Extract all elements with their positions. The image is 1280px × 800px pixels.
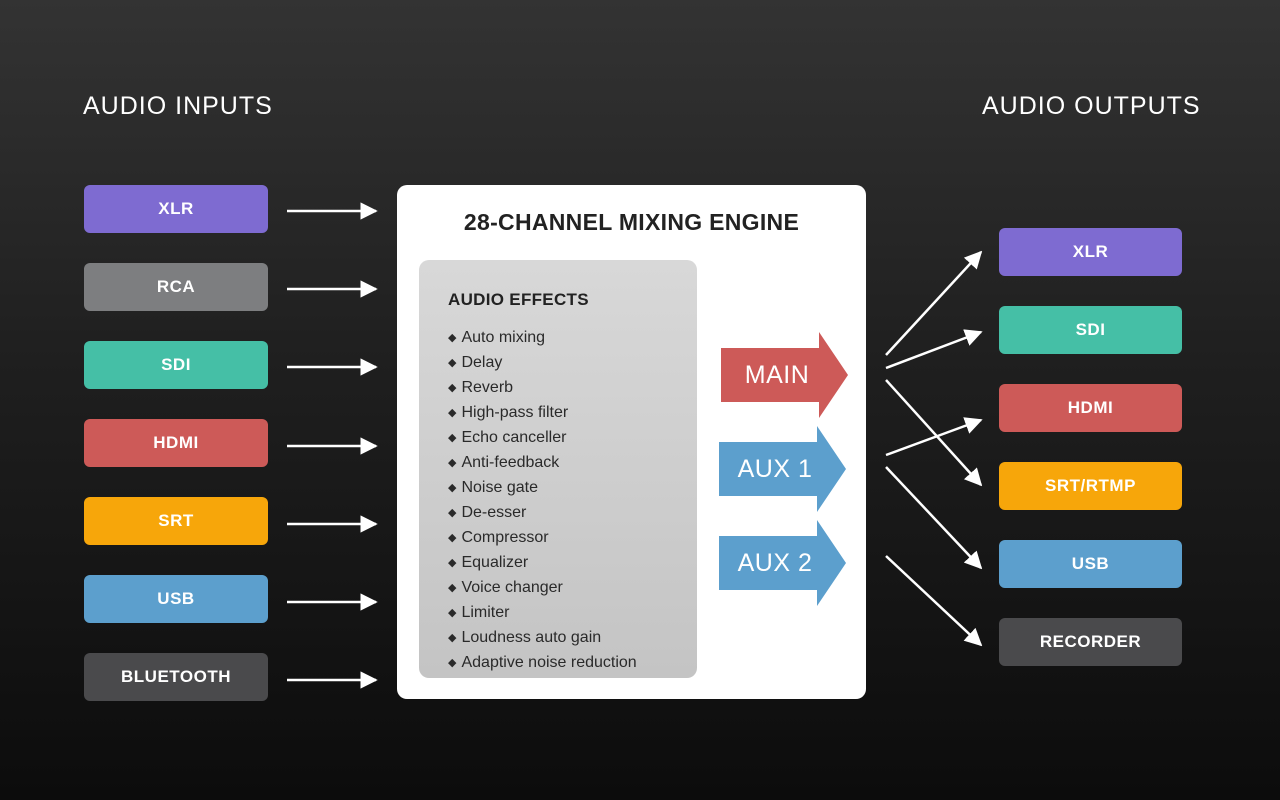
output-label: USB: [1071, 554, 1110, 573]
effect-item: Adaptive noise reduction: [448, 651, 636, 676]
bus-label: MAIN: [744, 360, 810, 389]
output-label: RECORDER: [1039, 632, 1142, 651]
input-label: USB: [157, 589, 195, 608]
bus-main-arrow-icon: [721, 332, 848, 418]
audio-inputs-heading: AUDIO INPUTS: [83, 92, 273, 120]
audio-outputs-heading: AUDIO OUTPUTS: [982, 92, 1201, 120]
effect-item: De-esser: [448, 501, 637, 526]
output-recorder: RECORDER: [999, 618, 1182, 666]
input-label: SRT: [158, 511, 194, 530]
effect-item: Limiter: [448, 601, 637, 626]
input-xlr: XLR: [84, 185, 268, 233]
output-sdi: SDI: [999, 306, 1182, 354]
input-hdmi: HDMI: [84, 419, 268, 467]
input-label: SDI: [161, 355, 191, 374]
output-label: XLR: [1072, 242, 1109, 261]
audio-effects-panel: AUDIO EFFECTS Auto mixing Delay Reverb H…: [419, 260, 697, 678]
output-arrow: [885, 555, 983, 647]
effect-item: Voice changer: [448, 576, 637, 601]
output-label: SDI: [1075, 320, 1106, 339]
output-arrow: [885, 417, 983, 457]
input-sdi: SDI: [84, 341, 268, 389]
bus-label: AUX 1: [737, 454, 813, 483]
audio-effects-list: Auto mixing Delay Reverb High-pass filte…: [448, 326, 637, 676]
input-srt: SRT: [84, 497, 268, 545]
bus-main: MAIN: [721, 332, 851, 418]
output-label: HDMI: [1067, 398, 1114, 417]
effect-item: Auto mixing: [448, 326, 637, 351]
bus-aux-2: AUX 2: [719, 520, 849, 606]
output-label: SRT/RTMP: [1045, 476, 1136, 495]
bus-aux-1-arrow-icon: [719, 426, 846, 512]
input-label: XLR: [158, 199, 194, 218]
output-srt-rtmp: SRT/RTMP: [999, 462, 1182, 510]
output-usb: USB: [999, 540, 1182, 588]
output-arrow: [885, 379, 983, 487]
input-label: HDMI: [153, 433, 199, 452]
effect-item: Equalizer: [448, 551, 637, 576]
input-label: RCA: [156, 277, 196, 296]
bus-label: AUX 2: [737, 548, 813, 577]
mixing-engine-title: 28-CHANNEL MIXING ENGINE: [463, 209, 800, 235]
input-bluetooth: BLUETOOTH: [84, 653, 268, 701]
effect-item: Delay: [448, 351, 637, 376]
input-rca: RCA: [84, 263, 268, 311]
audio-effects-title: AUDIO EFFECTS: [448, 290, 589, 309]
effect-item: Echo canceller: [448, 426, 637, 451]
input-label: BLUETOOTH: [121, 667, 231, 686]
effect-item: High-pass filter: [448, 401, 637, 426]
effect-item: Reverb: [448, 376, 637, 401]
output-hdmi: HDMI: [999, 384, 1182, 432]
output-arrow: [885, 329, 983, 370]
effect-item: Compressor: [448, 526, 637, 551]
output-xlr: XLR: [999, 228, 1182, 276]
output-arrow: [885, 250, 983, 356]
bus-aux-1: AUX 1: [719, 426, 849, 512]
output-arrow: [885, 466, 983, 570]
effect-item: Loudness auto gain: [448, 626, 637, 651]
effect-item: Noise gate: [448, 476, 637, 501]
effect-item: Anti-feedback: [448, 451, 637, 476]
input-usb: USB: [84, 575, 268, 623]
bus-aux-2-arrow-icon: [719, 520, 846, 606]
